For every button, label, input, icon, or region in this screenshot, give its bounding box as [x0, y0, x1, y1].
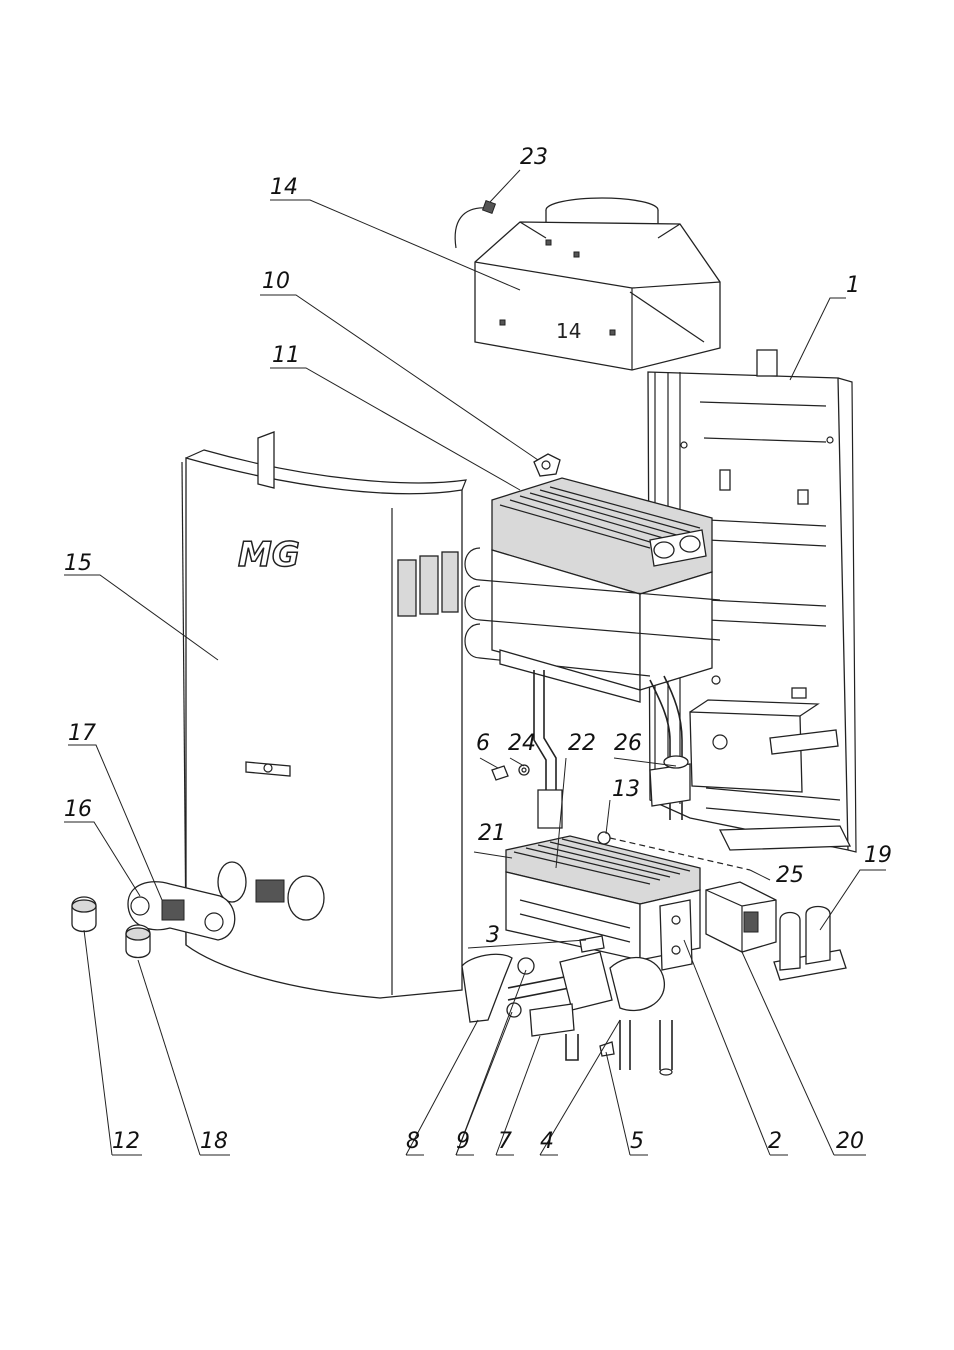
overheat-sensor [455, 201, 495, 248]
control-box [706, 882, 776, 952]
knob-18 [126, 925, 150, 958]
label-20: 20 [836, 1129, 864, 1154]
label-3: 3 [486, 923, 500, 948]
burner [506, 836, 700, 970]
label-1: 1 [846, 273, 860, 298]
embossed-mark: 14 [556, 319, 581, 343]
label-19: 19 [864, 843, 892, 868]
heat-exchanger-clip [534, 454, 560, 476]
label-9: 9 [456, 1129, 470, 1154]
battery-box [774, 907, 846, 981]
draft-hood: 14 [475, 198, 720, 370]
label-14: 14 [270, 175, 298, 200]
label-2: 2 [768, 1129, 782, 1154]
label-25: 25 [776, 863, 804, 888]
label-7: 7 [498, 1129, 512, 1154]
label-17: 17 [68, 721, 96, 746]
label-11: 11 [272, 343, 300, 368]
label-18: 18 [200, 1129, 228, 1154]
label-23: 23 [520, 145, 548, 170]
label-26: 26 [614, 731, 642, 756]
label-24: 24 [508, 731, 536, 756]
knob-12 [72, 897, 96, 932]
label-16: 16 [64, 797, 92, 822]
label-5: 5 [630, 1129, 644, 1154]
label-15: 15 [64, 551, 92, 576]
label-4: 4 [540, 1129, 554, 1154]
label-22: 22 [568, 731, 596, 756]
label-8: 8 [406, 1129, 420, 1154]
label-6: 6 [476, 731, 490, 756]
label-12: 12 [112, 1129, 140, 1154]
label-21: 21 [478, 821, 506, 846]
brand-logo: MG [238, 535, 300, 575]
label-13: 13 [612, 777, 640, 802]
label-10: 10 [262, 269, 290, 294]
